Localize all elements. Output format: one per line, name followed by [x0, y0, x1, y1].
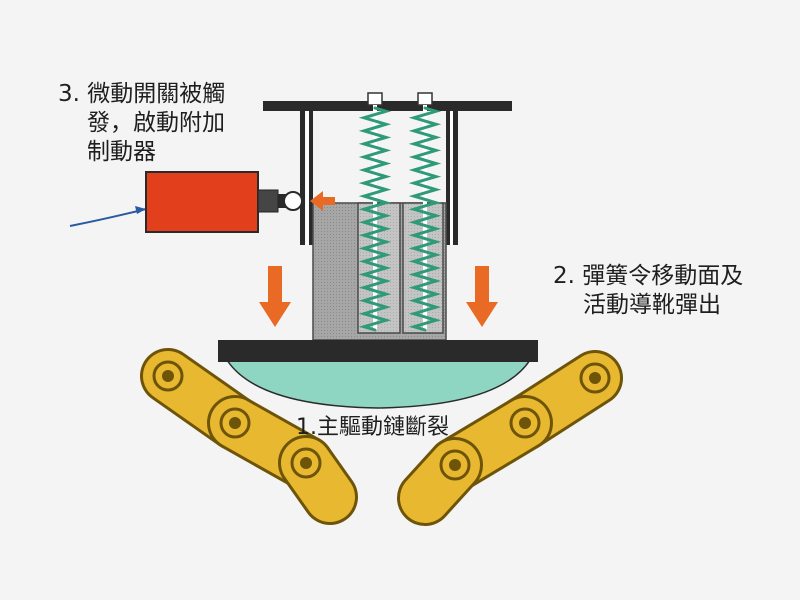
top-plate — [263, 101, 512, 111]
label-microswitch-number: 3. — [58, 81, 80, 107]
coil-spring-right — [408, 106, 442, 332]
label-microswitch-line3: 制動器 — [87, 138, 156, 165]
bolt-head-right — [417, 92, 433, 106]
label-spring-ejects: 2. 彈簧令移動面及 活動導靴彈出 — [553, 262, 743, 320]
label-chain-broken: 1.主驅動鏈斷裂 — [296, 415, 449, 440]
spring-right — [408, 92, 442, 332]
label-microswitch-line1: 微動開關被觸 — [87, 81, 226, 107]
top-frame — [263, 101, 512, 245]
switch-housing — [257, 189, 279, 213]
label-spring-number: 2. — [553, 263, 575, 289]
switch-roller — [283, 191, 303, 211]
spring-slot-left — [357, 202, 401, 334]
down-arrow-right — [466, 266, 498, 327]
label-microswitch-line2: 發，啟動附加 — [87, 109, 225, 136]
auxiliary-brake-unit — [69, 171, 303, 233]
label-spring-line2: 活動導靴彈出 — [583, 291, 721, 318]
bolt-head-left — [367, 92, 383, 106]
down-arrow-left — [259, 266, 291, 327]
spring-left — [358, 92, 392, 332]
trigger-arrow — [310, 191, 335, 211]
label-microswitch-triggered: 3. 微動開關被觸 發，啟動附加 制動器 — [58, 80, 258, 166]
frame-post-right — [446, 111, 450, 245]
drive-chain-left — [140, 348, 358, 525]
moving-surface — [218, 340, 538, 409]
moving-plate — [218, 340, 538, 362]
frame-post-left — [300, 111, 305, 245]
drive-chain-right — [397, 350, 623, 526]
signal-cable — [69, 208, 147, 227]
brake-shoe — [225, 359, 532, 409]
label-spring-line1: 彈簧令移動面及 — [582, 263, 744, 289]
auxiliary-brake-box — [145, 171, 259, 233]
coil-spring-left — [358, 106, 392, 332]
